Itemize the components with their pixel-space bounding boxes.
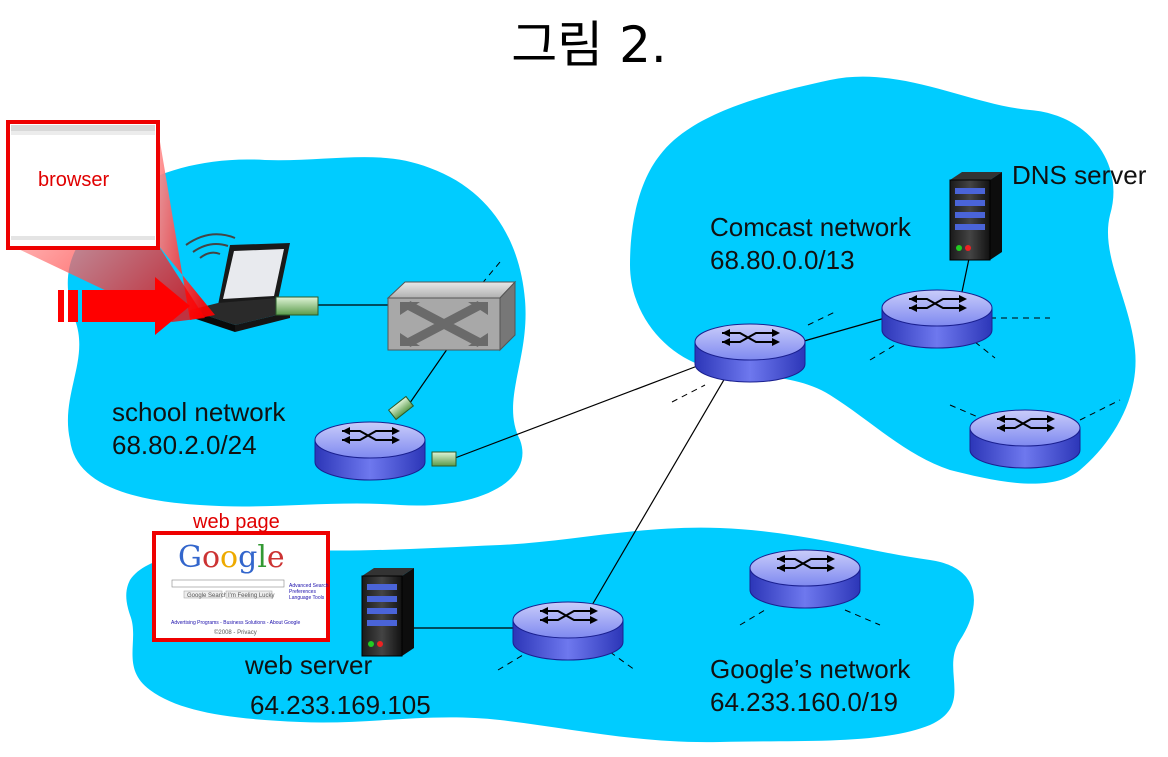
feeling-lucky-button: I'm Feeling Lucky: [228, 593, 275, 599]
web-server-ip: 64.233.169.105: [250, 690, 431, 720]
copyright-text: ©2008 - Privacy: [214, 629, 257, 636]
comcast-network-cloud: [630, 76, 1136, 484]
google-network-name: Google’s network: [710, 654, 911, 684]
red-arrow-icon: [58, 277, 190, 335]
google-network-prefix: 64.233.160.0/19: [710, 687, 898, 717]
diagram-title: 그림 2.: [511, 16, 667, 74]
google-logo-letter: l: [257, 540, 267, 575]
google-router: [749, 549, 861, 609]
google-logo-letter: o: [220, 540, 238, 575]
stub-links: [474, 261, 1121, 671]
google-logo: Google: [178, 540, 285, 575]
school-network-cloud: [67, 157, 526, 507]
web-server-icon: [361, 567, 415, 657]
preferences-link: Preferences: [289, 589, 316, 595]
browser-label: browser: [38, 169, 109, 191]
footer-links: Advertising Programs - Business Solution…: [171, 620, 300, 626]
comcast-network-name: Comcast network: [710, 212, 912, 242]
comcast-router-right: [969, 409, 1081, 469]
google-logo-letter: e: [267, 540, 285, 575]
school-switch: [386, 280, 517, 352]
google-search-box: [171, 579, 285, 588]
web-page-popup: Google Google Search I'm Feeling Lucky A…: [152, 531, 330, 642]
google-router-edge: [512, 601, 624, 661]
web-page-label: web page: [192, 511, 280, 533]
language-tools-link: Language Tools: [289, 595, 325, 601]
school-network-name: school network: [112, 397, 286, 427]
google-logo-letter: g: [238, 540, 257, 575]
school-network-prefix: 68.80.2.0/24: [112, 430, 257, 460]
advanced-search-link: Advanced Search: [289, 583, 329, 589]
google-logo-letter: o: [202, 540, 220, 575]
laptop-icon: [185, 233, 319, 332]
school-router-connectors: [387, 395, 457, 467]
network-links: [318, 229, 976, 629]
dns-server-label: DNS server: [1012, 160, 1147, 190]
google-search-button: Google Search: [187, 593, 227, 599]
school-router: [314, 421, 426, 481]
comcast-router-dns: [881, 289, 993, 349]
comcast-router-edge: [694, 323, 806, 383]
browser-popup: browser: [6, 120, 215, 322]
comcast-network-prefix: 68.80.0.0/13: [710, 245, 855, 275]
dns-server-icon: [949, 171, 1003, 261]
web-server-label: web server: [244, 650, 372, 680]
google-logo-letter: G: [178, 540, 202, 575]
